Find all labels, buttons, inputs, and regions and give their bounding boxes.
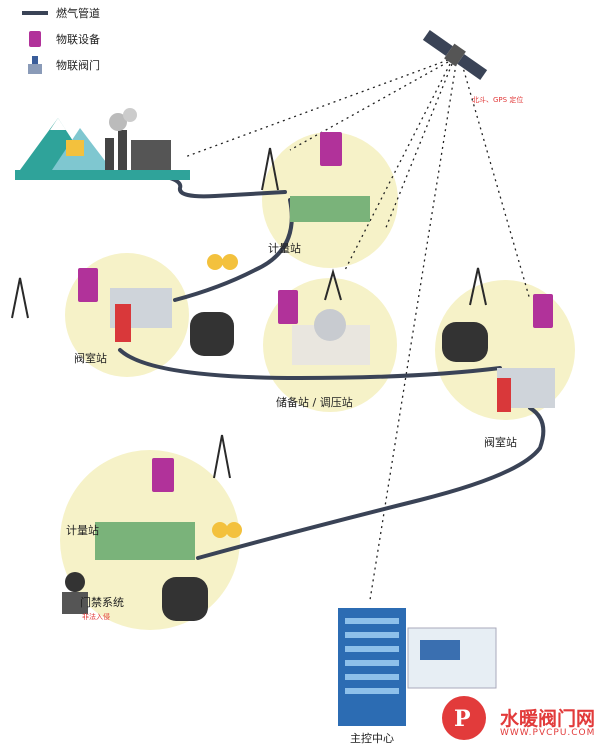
legend-label: 物联阀门 (56, 59, 100, 72)
iot-device-icon (22, 31, 48, 47)
label-valve-left: 阀室站 (74, 352, 107, 365)
signal-lines (184, 59, 531, 601)
satellite-label: 北斗、GPS 定位 (472, 96, 524, 104)
watermark-logo-icon: P (442, 696, 486, 740)
svg-text:P: P (454, 706, 471, 732)
label-storage: 储备站 / 调压站 (276, 396, 353, 409)
iot-valve-icon (22, 56, 48, 74)
legend-label: 燃气管道 (56, 7, 100, 20)
watermark-title: 水暖阀门网 (500, 708, 596, 730)
worker-icons (207, 254, 242, 538)
legend-item-iot-valve: 物联阀门 (22, 52, 100, 78)
label-valve-right: 阀室站 (484, 436, 517, 449)
legend: 燃气管道 物联设备 物联阀门 (22, 0, 100, 78)
gas-pipeline (18, 176, 546, 560)
mountain-factory-icon (15, 108, 190, 180)
iot-devices (78, 132, 553, 492)
label-access: 门禁系统 (80, 596, 124, 609)
satellite-icon (422, 30, 488, 80)
intruder-icon (62, 572, 88, 614)
watermark-url: WWW.PVCPU.COM (500, 728, 596, 738)
control-center-building (338, 608, 497, 726)
label-intrusion: 非法入侵 (82, 613, 110, 621)
legend-item-iot-device: 物联设备 (22, 26, 100, 52)
label-metering-top: 计量站 (268, 242, 301, 255)
valve-panels (162, 312, 488, 621)
legend-item-pipeline: 燃气管道 (22, 0, 100, 26)
label-metering-bottom: 计量站 (66, 524, 99, 537)
station-buildings (95, 196, 555, 560)
legend-label: 物联设备 (56, 33, 100, 46)
signal-towers (11, 147, 487, 479)
label-control: 主控中心 (350, 732, 394, 745)
